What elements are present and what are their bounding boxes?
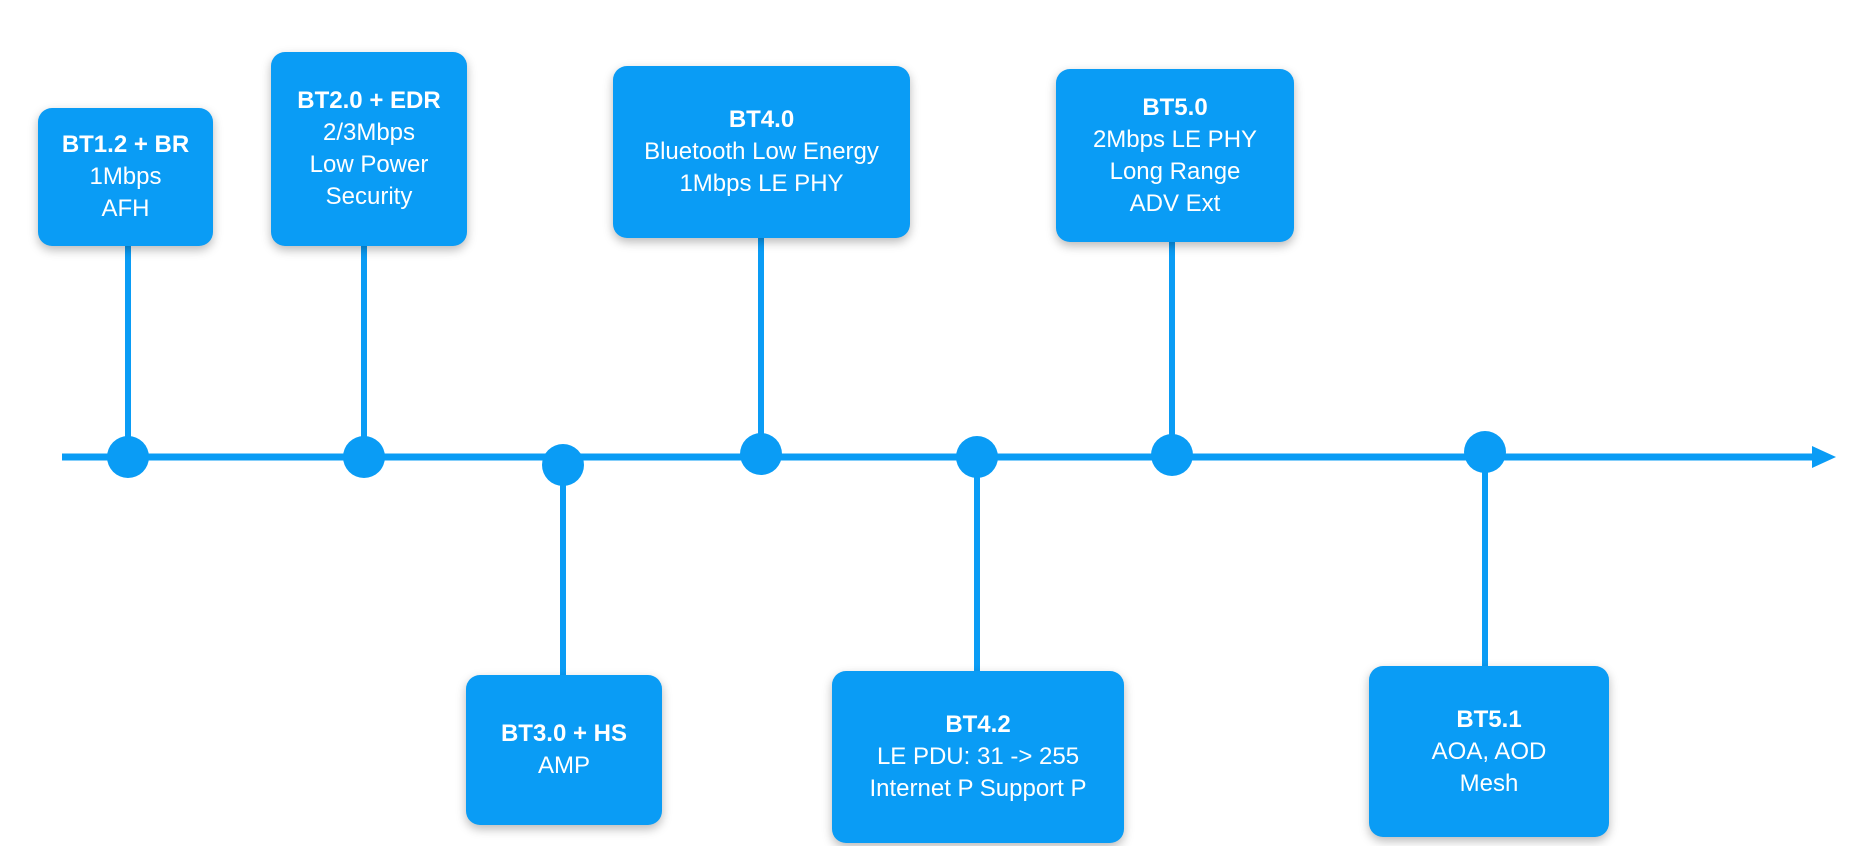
dot-bt5-0 <box>1151 434 1193 476</box>
dot-bt4-2 <box>956 436 998 478</box>
milestone-feature: LE PDU: 31 -> 255 <box>876 743 1080 770</box>
milestone-feature: AOA, AOD <box>1431 737 1547 765</box>
milestone-feature: 1Mbps LE PHY <box>679 170 844 197</box>
milestone-box-bt3-0-hs: BT3.0 + HS AMP <box>466 675 662 825</box>
milestone-feature: 2/3Mbps <box>322 119 416 146</box>
milestone-feature: Security <box>325 183 413 210</box>
dot-bt5-1 <box>1464 431 1506 473</box>
dot-bt2-0-edr <box>343 436 385 478</box>
milestone-feature: ADV Ext <box>1129 189 1221 217</box>
dot-bt4-0 <box>740 433 782 475</box>
milestone-title: BT3.0 + HS <box>500 720 628 747</box>
milestone-feature: AFH <box>101 195 150 222</box>
timeline-arrowhead <box>1812 446 1836 468</box>
milestone-title: BT5.0 <box>1142 93 1208 121</box>
milestone-feature: Bluetooth Low Energy <box>644 138 879 165</box>
milestone-dots <box>107 431 1506 486</box>
milestone-title: BT1.2 + BR <box>61 131 190 158</box>
dot-bt3-0-hs <box>542 444 584 486</box>
dot-bt1-2-br <box>107 436 149 478</box>
milestone-title: BT2.0 + EDR <box>297 87 441 114</box>
milestone-feature: Internet P Support P <box>869 775 1087 802</box>
milestone-feature: 2Mbps LE PHY <box>1092 125 1258 153</box>
milestone-feature: 1Mbps <box>89 163 162 190</box>
milestone-feature: AMP <box>537 752 590 779</box>
milestone-title: BT5.1 <box>1456 705 1522 733</box>
connector-lines <box>125 238 1488 675</box>
milestone-feature: Long Range <box>1109 157 1241 185</box>
milestone-feature: Mesh <box>1459 769 1519 797</box>
milestone-title: BT4.2 <box>945 711 1011 738</box>
milestone-title: BT4.0 <box>728 106 795 133</box>
milestone-feature: Low Power <box>309 151 429 178</box>
